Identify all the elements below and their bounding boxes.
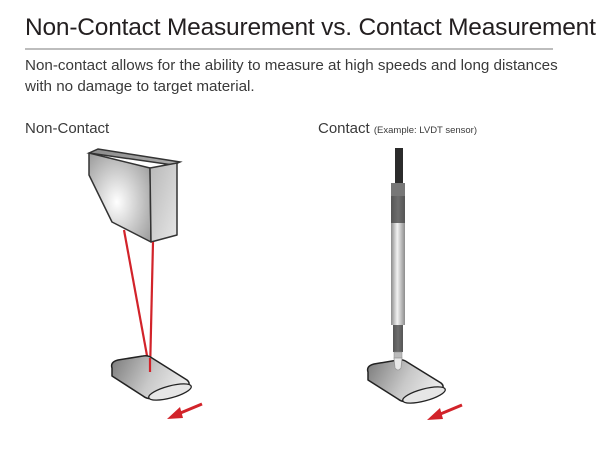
non-contact-target-material bbox=[110, 355, 192, 401]
non-contact-sensor-head bbox=[86, 148, 183, 243]
lvdt-probe bbox=[391, 148, 405, 359]
description-text: Non-contact allows for the ability to me… bbox=[25, 57, 558, 95]
page-title: Non-Contact Measurement vs. Contact Meas… bbox=[25, 14, 596, 41]
contact-label: Contact (Example: LVDT sensor) bbox=[318, 120, 477, 137]
contact-motion-arrow bbox=[427, 403, 463, 420]
title-divider bbox=[25, 48, 553, 50]
contact-sublabel: (Example: LVDT sensor) bbox=[373, 125, 478, 136]
non-contact-motion-arrow bbox=[167, 402, 203, 419]
laser-beams bbox=[122, 229, 155, 373]
contact-target-material bbox=[366, 359, 446, 404]
non-contact-label-text: Non-Contact bbox=[25, 120, 110, 137]
contact-label-text: Contact bbox=[318, 120, 370, 137]
non-contact-label: Non-Contact bbox=[25, 120, 109, 137]
probe-tip bbox=[393, 357, 403, 371]
